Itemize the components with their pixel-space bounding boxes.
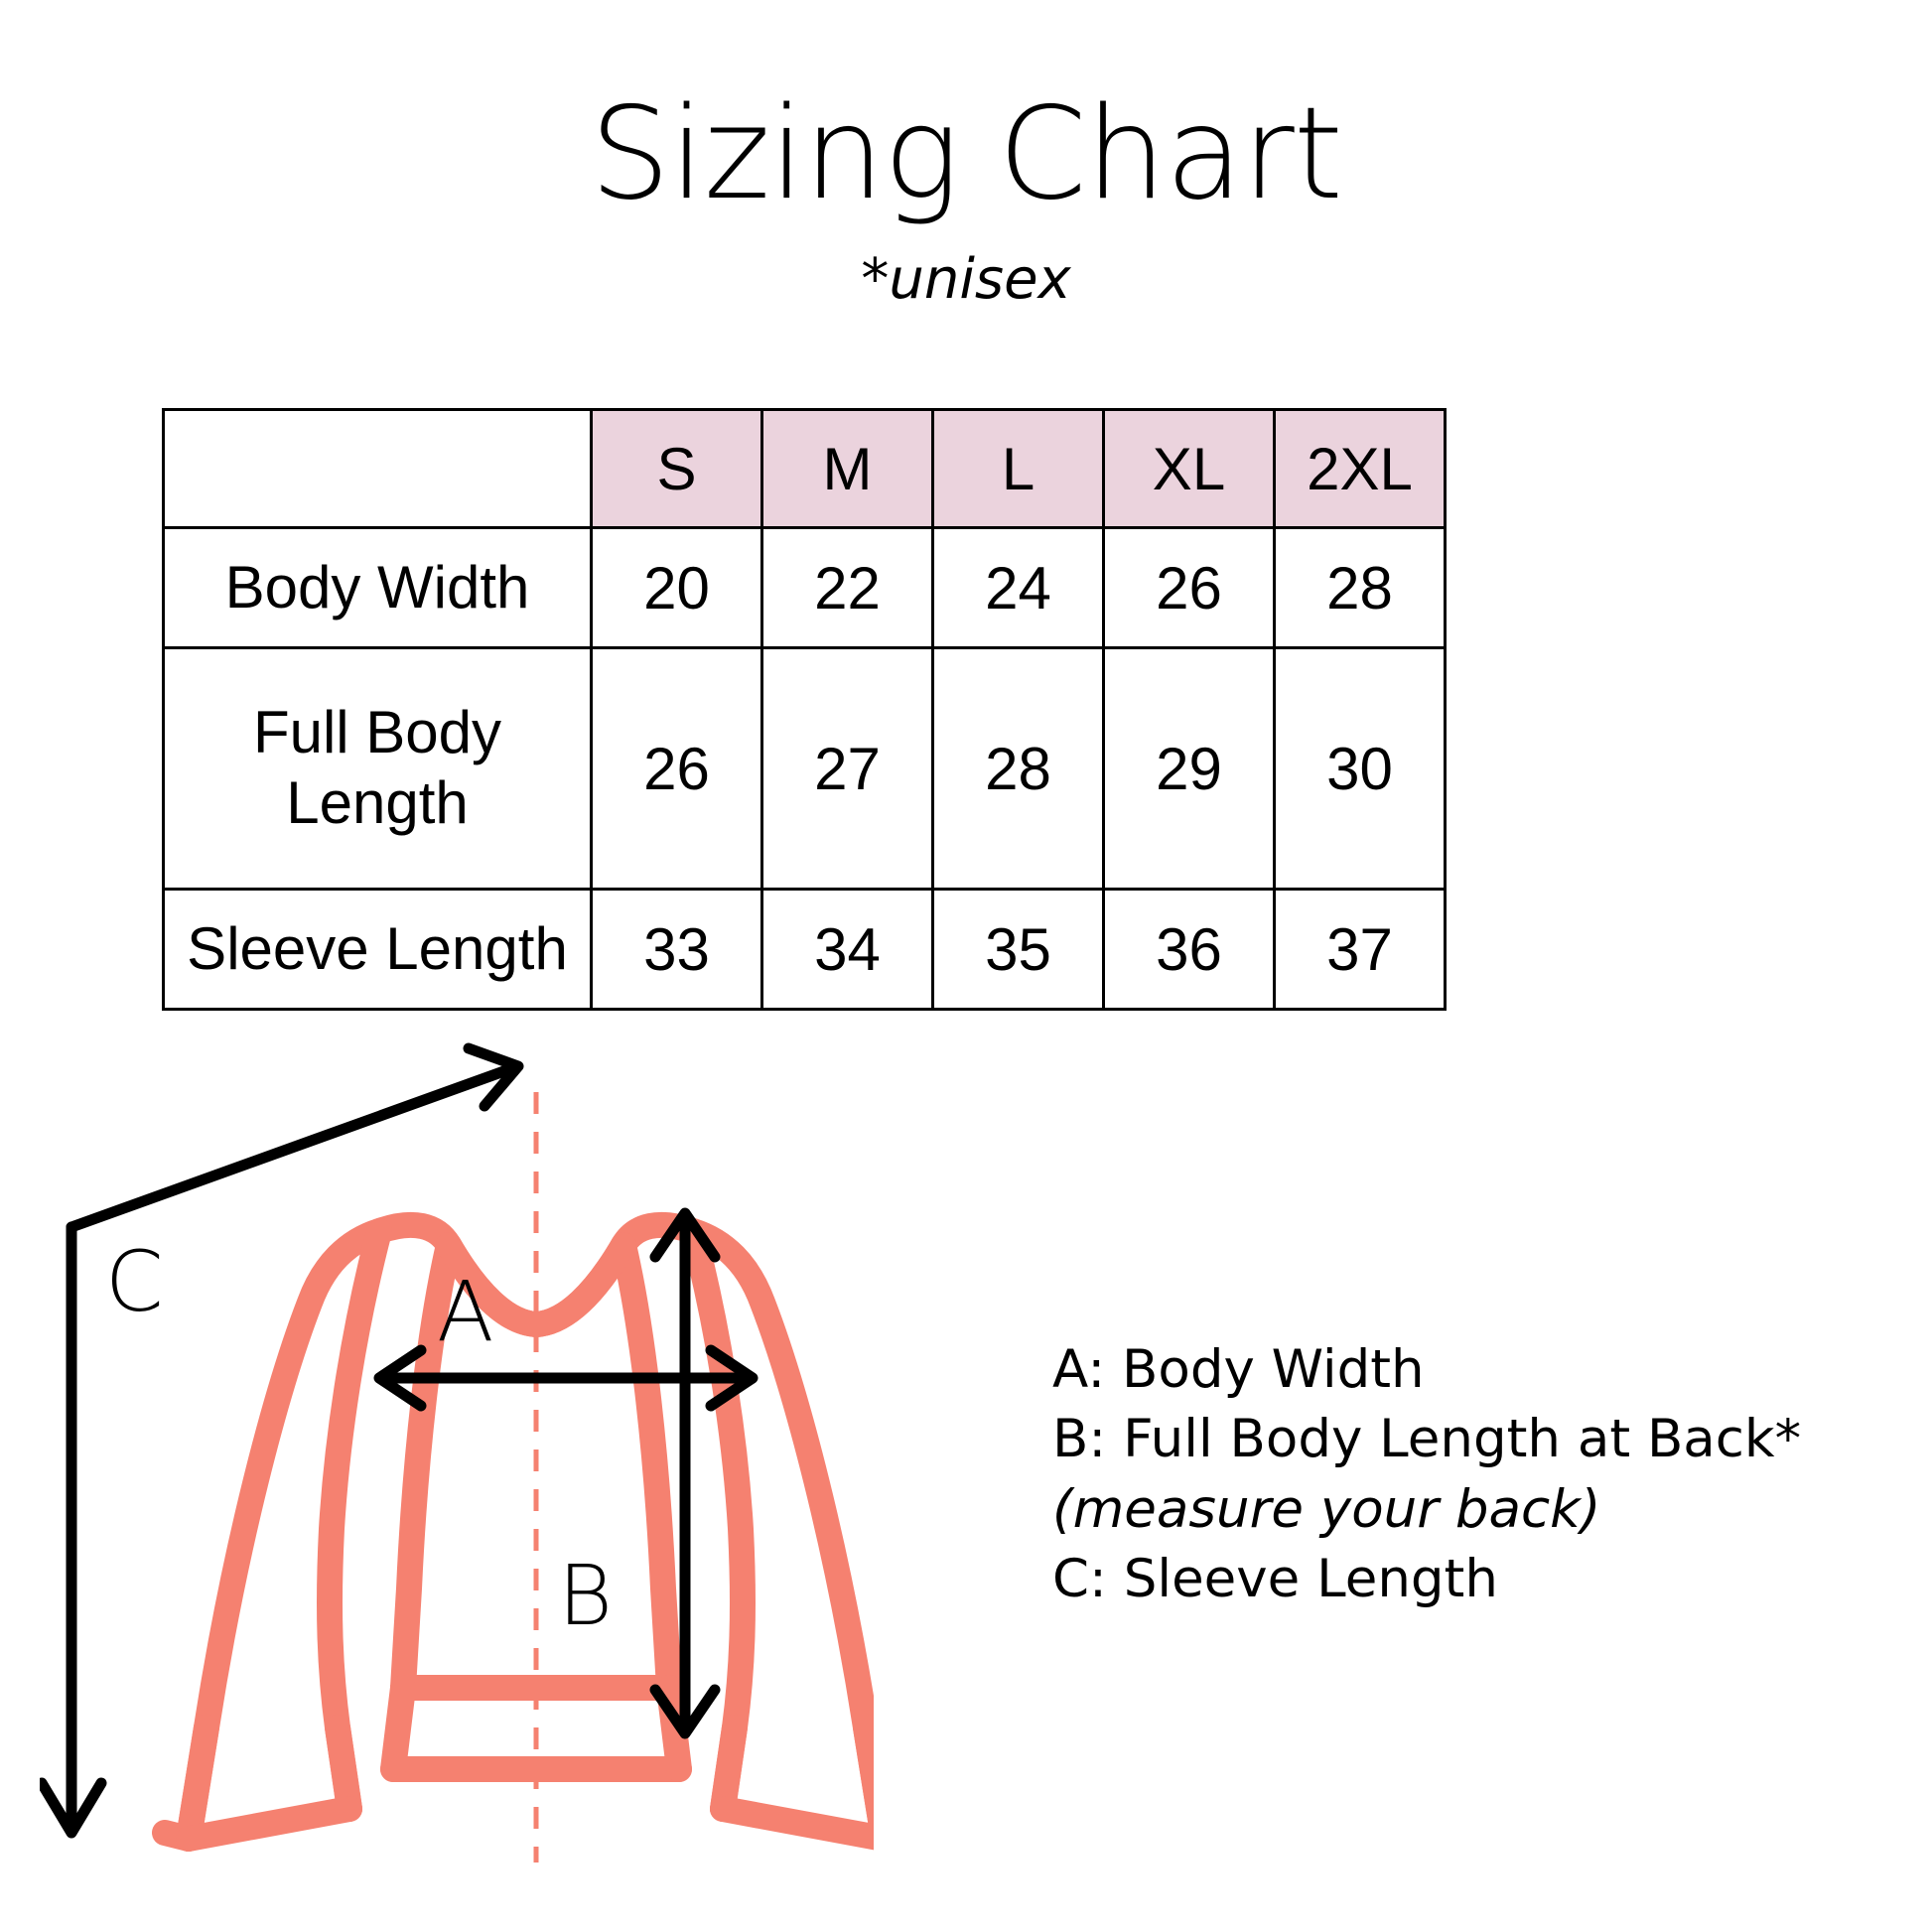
sweater-left-sleeve-inner	[317, 1218, 392, 1822]
arrow-c-vertical-head	[40, 1777, 107, 1839]
cell-body-width-m: 22	[760, 526, 934, 649]
row-label-full-body-length: Full Body Length	[162, 646, 593, 891]
sweater-icon	[152, 1211, 874, 1852]
column-header-s: S	[590, 408, 763, 529]
page-title: Sizing Chart	[590, 80, 1343, 228]
column-header-l: L	[931, 408, 1105, 529]
sweater-right-cuff-inner	[710, 1715, 748, 1822]
table-body: Body Width 20 22 24 26 28 Full Body Leng…	[162, 526, 1447, 1011]
cell-body-width-2xl: 28	[1273, 526, 1447, 649]
legend-note-measure-back: (measure your back)	[1052, 1478, 1601, 1540]
sizing-table: S M L XL 2XL Body Width 20 22 24 26 28 F…	[162, 408, 1447, 1011]
row-label-sleeve-length: Sleeve Length	[162, 888, 593, 1011]
sweater-left-cuff-bottom	[176, 1796, 362, 1852]
arrow-b-head-top	[649, 1207, 721, 1263]
sweater-right-sleeve-inner	[680, 1218, 756, 1822]
arrow-b-head-bottom	[649, 1684, 721, 1739]
marker-label-c: C	[105, 1233, 164, 1330]
cell-sleeve-2xl: 37	[1273, 888, 1447, 1011]
cell-body-width-s: 20	[590, 526, 763, 649]
sweater-left-cuff-inner	[325, 1715, 362, 1822]
cell-sleeve-xl: 36	[1102, 888, 1276, 1011]
table-corner-cell	[162, 408, 593, 529]
arrow-a-head-left	[373, 1344, 427, 1412]
table-row: Full Body Length 26 27 28 29 30	[162, 646, 1447, 891]
legend-item-c: C: Sleeve Length	[1052, 1549, 1498, 1610]
arrow-a-head-right	[705, 1344, 759, 1412]
measurement-legend: A: Body Width B: Full Body Length at Bac…	[1052, 1335, 1886, 1615]
column-header-xl: XL	[1102, 408, 1276, 529]
sweater-right-cuff-bottom	[710, 1796, 874, 1851]
page-subtitle: *unisex	[861, 246, 1071, 312]
cell-sleeve-s: 33	[590, 888, 763, 1011]
cell-sleeve-l: 35	[931, 888, 1105, 1011]
page-header: Sizing Chart *unisex	[0, 0, 1932, 312]
legend-item-a: A: Body Width	[1052, 1339, 1425, 1400]
cell-full-length-m: 27	[760, 646, 934, 891]
table-header-row: S M L XL 2XL	[162, 408, 1447, 529]
sweater-illustration-svg: C A B	[40, 1042, 874, 1863]
table-header: S M L XL 2XL	[162, 408, 1447, 529]
arrow-c-diagonal-line	[66, 1062, 518, 1233]
cell-body-width-l: 24	[931, 526, 1105, 649]
legend-item-b: B: Full Body Length at Back*	[1052, 1409, 1802, 1470]
table-row: Sleeve Length 33 34 35 36 37	[162, 888, 1447, 1011]
sweater-neckline	[436, 1232, 636, 1337]
column-header-m: M	[760, 408, 934, 529]
cell-full-length-l: 28	[931, 646, 1105, 891]
sweater-right-cuff	[853, 1715, 874, 1848]
cell-sleeve-m: 34	[760, 888, 934, 1011]
sweater-left-cuff	[176, 1715, 219, 1852]
arrow-c-diagonal-head	[463, 1042, 524, 1112]
sweater-body-right-side	[611, 1232, 682, 1701]
row-label-line-2: Length	[286, 769, 469, 836]
cell-full-length-2xl: 30	[1273, 646, 1447, 891]
table-row: Body Width 20 22 24 26 28	[162, 526, 1447, 649]
sizing-table-container: S M L XL 2XL Body Width 20 22 24 26 28 F…	[162, 408, 1447, 1011]
marker-label-a: A	[437, 1263, 493, 1360]
row-label-line-1: Full Body	[252, 699, 502, 766]
garment-diagram: C A B	[40, 1033, 874, 1866]
measurement-arrows	[40, 1042, 759, 1839]
cell-body-width-xl: 26	[1102, 526, 1276, 649]
marker-label-b: B	[558, 1547, 613, 1644]
sweater-hem-left-edge	[380, 1675, 416, 1782]
sweater-hem-right-edge	[656, 1675, 692, 1782]
cell-full-length-s: 26	[590, 646, 763, 891]
cell-full-length-xl: 29	[1102, 646, 1276, 891]
column-header-2xl: 2XL	[1273, 408, 1447, 529]
row-label-body-width: Body Width	[162, 526, 593, 649]
